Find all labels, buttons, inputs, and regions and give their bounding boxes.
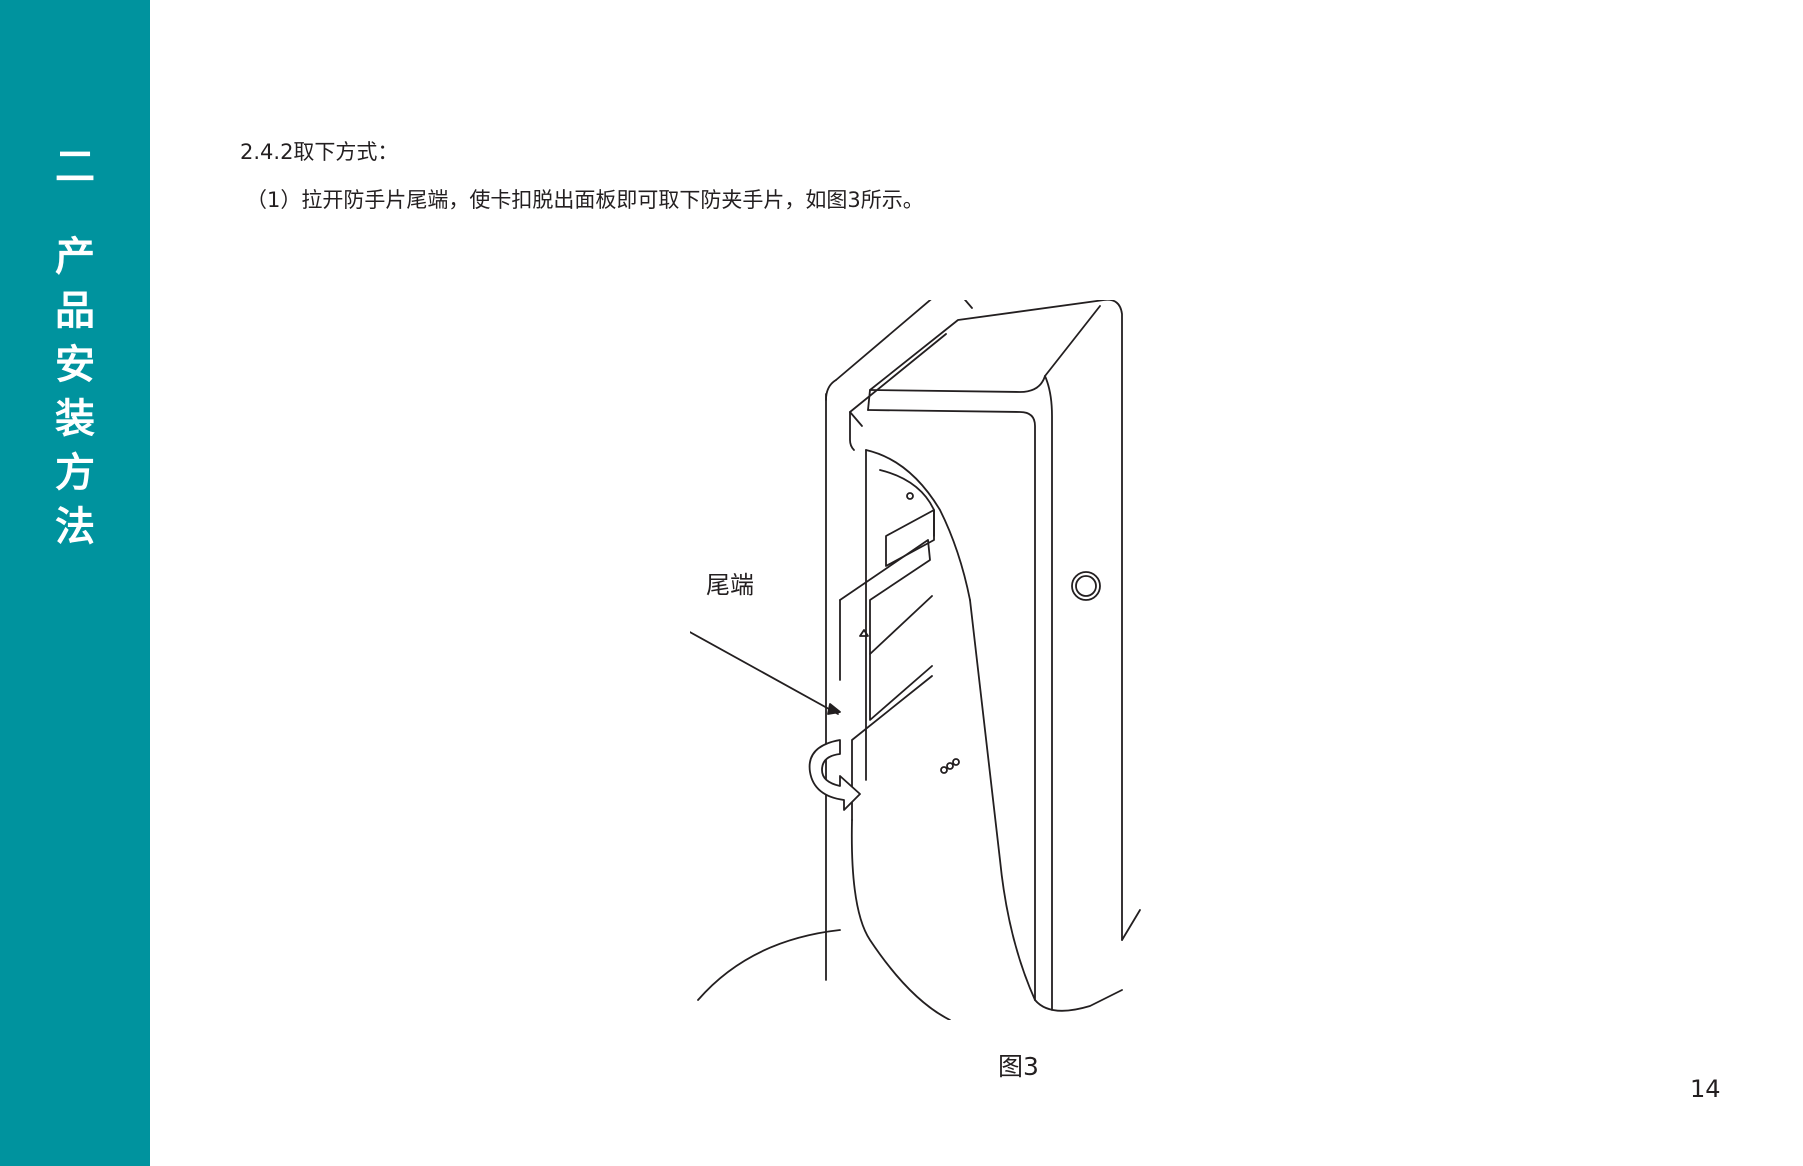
tail-end-callout: 尾端 (706, 571, 754, 599)
chapter-side-band: 二 产 品 安 装 方 法 (0, 0, 150, 1166)
marking-dot (940, 766, 948, 774)
figure-3 (690, 300, 1170, 1020)
body-bottom (1034, 989, 1123, 1012)
chapter-title-char: 安 (55, 342, 95, 388)
door-edge-left (697, 929, 841, 1001)
lock-button (1071, 571, 1101, 601)
sensor-dot (906, 492, 914, 500)
body-top (867, 300, 1123, 941)
chapter-title: 产 品 安 装 方 法 (55, 230, 95, 554)
channel-bottom-curve (850, 819, 951, 1020)
channel-inner-curve (879, 469, 935, 537)
chapter-title-char: 方 (55, 450, 95, 496)
door-edge-right (1121, 909, 1141, 941)
chapter-number: 二 (55, 144, 95, 190)
chapter-side-title: 二 产 品 安 装 方 法 (0, 140, 150, 554)
callout-leader-line (690, 631, 839, 715)
anti-pinch-plate-mid (869, 653, 933, 721)
section-heading: 2.4.2取下方式： (240, 140, 399, 164)
page-number: 14 (1690, 1075, 1721, 1103)
faceplate-inner-corner (849, 411, 863, 427)
body-top-front-edge (869, 305, 1101, 393)
faceplate-inner-left-top (849, 411, 855, 451)
lock-button-inner (1075, 575, 1097, 597)
faceplate-inner-top (849, 333, 947, 413)
anti-pinch-plate-lower (851, 675, 933, 821)
anti-pinch-plate-top (839, 539, 933, 655)
chapter-title-char: 法 (55, 504, 95, 550)
chapter-title-char: 装 (55, 396, 95, 442)
chapter-title-char: 品 (55, 288, 95, 334)
door-lock-illustration (690, 300, 1141, 1020)
latch-mark (859, 629, 869, 637)
body-front-right-edge (1044, 375, 1053, 1011)
channel-lower-curve (969, 599, 1036, 1001)
curved-arrow-icon (808, 739, 861, 811)
step-1-text: （1）拉开防手片尾端，使卡扣脱出面板即可取下防夹手片，如图3所示。 (246, 188, 924, 212)
chapter-title-char: 产 (55, 234, 95, 280)
faceplate-top-corner (825, 379, 837, 401)
card-slot (885, 509, 935, 567)
marking-dot (946, 762, 954, 770)
marking-dot (952, 758, 960, 766)
figure-caption: 图3 (998, 1052, 1039, 1081)
callout-arrowhead (827, 703, 841, 715)
channel-upper-curve (865, 449, 971, 601)
body-front-left-edge (867, 409, 1036, 1001)
